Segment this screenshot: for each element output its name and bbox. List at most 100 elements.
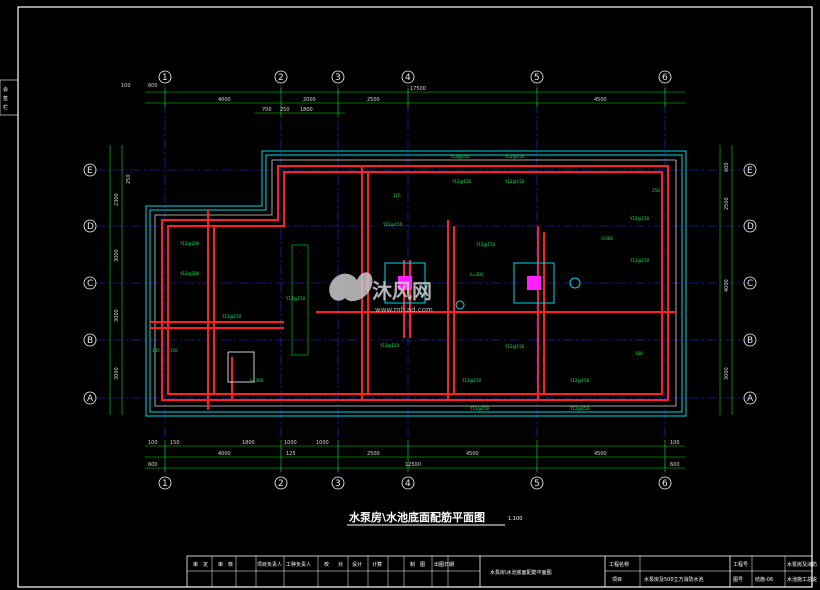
svg-text:Y12@150: Y12@150 <box>382 222 403 227</box>
tb-sign-10: 计算 <box>372 561 382 568</box>
dim-bottom-4: 4500 <box>466 451 479 457</box>
svg-text:Y12@150: Y12@150 <box>504 179 525 184</box>
svg-text:Y12@150: Y12@150 <box>629 258 650 263</box>
svg-text:150: 150 <box>635 351 643 356</box>
svg-text:Y12@150: Y12@150 <box>569 406 590 411</box>
dim-right-labels: 600 2500 4000 3000 <box>724 162 730 380</box>
dim-top-edge-1: 100 <box>121 83 131 89</box>
tb-sign-11: 制 <box>410 561 415 568</box>
axis-label-6-bottom: 6 <box>662 479 668 489</box>
svg-text:125: 125 <box>393 193 401 198</box>
dim-top-3: 2500 <box>367 97 380 103</box>
dim-top-7: 1800 <box>300 107 313 113</box>
svg-text:h=300: h=300 <box>250 378 264 383</box>
dim-left-5: 250 <box>126 174 132 184</box>
axis-label-D-right: D <box>747 222 754 232</box>
row-axis-left: E D C B A <box>83 163 97 405</box>
sump-marker-1 <box>398 276 412 290</box>
tb-item-label: 项目 <box>612 577 622 583</box>
tb-project-label: 工程名称 <box>609 561 629 568</box>
tb-right-note-1: 水泵房及消防 <box>787 561 817 568</box>
svg-text:Y12@150: Y12@150 <box>469 406 490 411</box>
svg-text:h=300: h=300 <box>470 272 484 277</box>
dim-top-2: 2000 <box>303 97 316 103</box>
axis-label-6-top: 6 <box>662 73 668 83</box>
tb-sign-9: 设计 <box>352 561 362 568</box>
dim-bottom-3: 2500 <box>367 451 380 457</box>
svg-text:Y12@150: Y12@150 <box>449 154 470 159</box>
dim-right-4: 3000 <box>724 367 730 380</box>
row-axis-right: E D C B A <box>743 163 757 405</box>
column-axis-bottom: 1 2 3 4 5 6 <box>158 476 672 490</box>
watermark-url: www.mfcad.com <box>375 306 433 314</box>
dim-left-3: 3000 <box>114 309 120 322</box>
tb-sign-12: 图 <box>420 562 425 568</box>
tb-sign-3: 审 <box>218 561 223 568</box>
tb-right-note-2: 水池施工总说 <box>787 576 817 583</box>
tb-drawing-name: 水泵房\水池底面配筋平面图 <box>490 569 552 576</box>
axis-label-5-bottom: 5 <box>534 479 540 489</box>
tb-sign-6: 工种负责人 <box>286 561 311 568</box>
side-strip-char-3: 栏 <box>3 104 8 111</box>
sump-marker-2 <box>527 276 541 290</box>
dim-bottom-5: 150 <box>170 440 180 446</box>
svg-text:Y12@200: Y12@200 <box>179 271 200 276</box>
axis-label-A-left: A <box>87 394 94 404</box>
building-outline <box>145 150 687 417</box>
dim-top-total: 17500 <box>410 86 426 92</box>
svg-text:Y12@150: Y12@150 <box>629 216 650 221</box>
side-strip-char-1: 会 <box>3 86 8 93</box>
dim-bottom-4b: 4500 <box>594 451 607 457</box>
rebar-annotations: Y12@150 Y12@150 Y12@150 Y12@150 Y12@150 … <box>152 154 660 411</box>
axis-label-1-bottom: 1 <box>162 479 168 489</box>
title-block <box>186 555 813 588</box>
tb-sign-7: 校 <box>324 561 329 568</box>
axis-label-C-left: C <box>87 279 93 289</box>
dim-bottom-edge-2: 600 <box>148 462 158 468</box>
axis-label-B-left: B <box>87 336 93 346</box>
tb-sign-1: 审 <box>193 561 198 568</box>
axis-label-1-top: 1 <box>162 73 168 83</box>
dim-left-2: 3000 <box>114 249 120 262</box>
svg-text:Y12@150: Y12@150 <box>461 378 482 383</box>
tb-sign-4: 核 <box>228 561 233 568</box>
svg-text:Y12@150: Y12@150 <box>569 378 590 383</box>
watermark-text: 沐风网 <box>372 279 432 303</box>
dim-top-6: 250 <box>280 107 290 113</box>
drawing-scale: 1:100 <box>508 516 522 522</box>
tb-item-value: 水泵房及500立方消防水池 <box>644 576 704 583</box>
svg-text:Y12@150: Y12@150 <box>221 314 242 319</box>
dimension-lines-sides <box>109 145 733 415</box>
tb-number-label: 工程号 <box>733 561 748 568</box>
svg-text:Y12@150: Y12@150 <box>379 343 400 348</box>
tb-sign-5: 项目负责人 <box>257 561 282 568</box>
axis-label-3-top: 3 <box>335 73 341 83</box>
axis-label-E-left: E <box>87 166 93 176</box>
tb-sign-13: 出图日期 <box>434 561 454 568</box>
dim-top-4: 4500 <box>594 97 607 103</box>
dim-bottom-1: 4000 <box>218 451 231 457</box>
svg-text:Y12@150: Y12@150 <box>475 242 496 247</box>
dim-left-1: 2300 <box>114 193 120 206</box>
axis-label-4-bottom: 4 <box>405 479 411 489</box>
svg-text:Y12@200: Y12@200 <box>179 241 200 246</box>
axis-label-3-bottom: 3 <box>335 479 341 489</box>
axis-label-2-bottom: 2 <box>278 479 284 489</box>
axis-label-5-top: 5 <box>534 73 540 83</box>
svg-text:Y12@150: Y12@150 <box>285 296 306 301</box>
drawing-title: 水泵房\水池底面配筋平面图 <box>349 510 485 524</box>
axis-label-2-top: 2 <box>278 73 284 83</box>
svg-text:-3.000: -3.000 <box>600 236 613 241</box>
side-strip <box>0 79 19 116</box>
dim-top-1: 4000 <box>218 97 231 103</box>
column-axis-top: 1 2 3 4 5 6 <box>158 70 672 84</box>
svg-text:100: 100 <box>152 348 160 353</box>
axis-label-D-left: D <box>87 222 94 232</box>
dim-bottom-edge-3: 600 <box>670 462 680 468</box>
watermark: 沐风网 www.mfcad.com <box>329 272 433 314</box>
dimension-lines-bottom <box>145 440 685 472</box>
tb-sign-8: 对 <box>338 561 343 568</box>
pump-pits <box>227 244 676 383</box>
dim-right-3: 4000 <box>724 279 730 292</box>
